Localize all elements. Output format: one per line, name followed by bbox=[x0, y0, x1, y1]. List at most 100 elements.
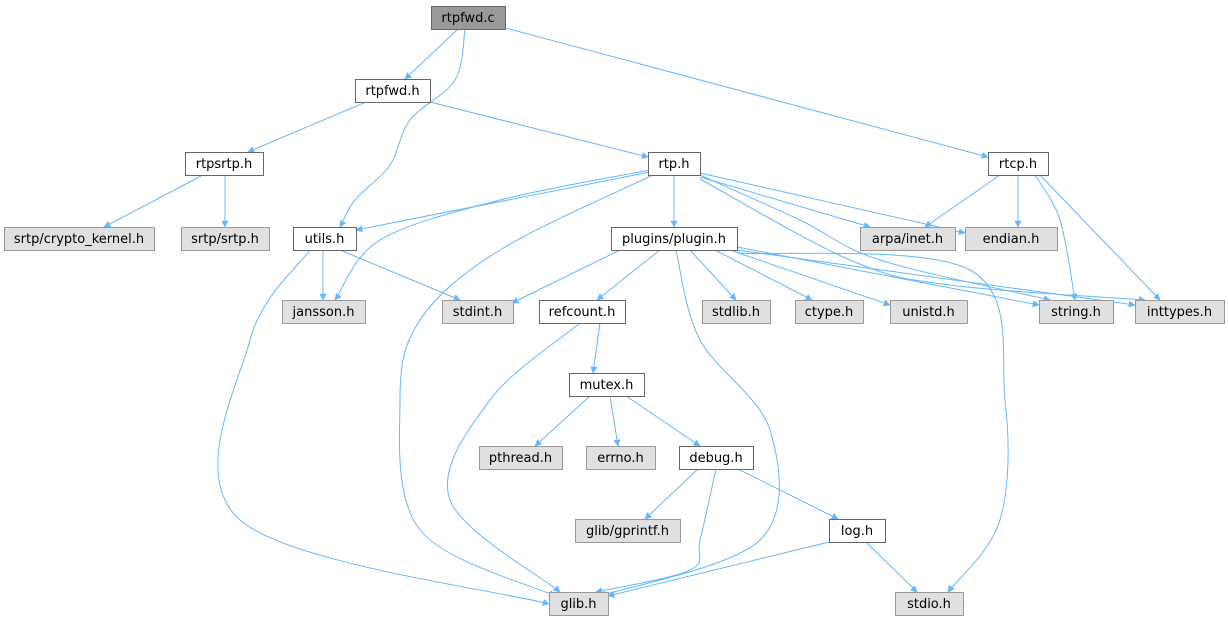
edge-rtpfwd-c-to-rtpfwd-h bbox=[404, 28, 459, 80]
node-label: stdlib.h bbox=[712, 305, 760, 320]
node-srtp-srtp: srtp/srtp.h bbox=[181, 227, 270, 251]
node-label: refcount.h bbox=[549, 305, 616, 320]
node-plugin-h[interactable]: plugins/plugin.h bbox=[611, 227, 738, 251]
node-box bbox=[860, 227, 956, 251]
nodes-layer: rtpfwd.c rtpfwd.h rtcp.h rtpsrtp.h rtp.h srtp… bbox=[4, 6, 1225, 616]
node-label: errno.h bbox=[597, 451, 644, 466]
node-label: rtpfwd.h bbox=[365, 84, 419, 99]
node-box bbox=[185, 152, 264, 176]
node-box bbox=[1135, 300, 1225, 324]
edge-rtp-h-to-jansson-h bbox=[334, 169, 651, 301]
edge-rtp-h-to-glib-h bbox=[398, 174, 654, 597]
node-rtpsrtp-h[interactable]: rtpsrtp.h bbox=[185, 152, 264, 176]
node-rtpfwd-c: rtpfwd.c bbox=[431, 6, 506, 30]
node-string-h: string.h bbox=[1039, 300, 1114, 324]
node-refcount-h[interactable]: refcount.h bbox=[539, 300, 626, 324]
node-box bbox=[679, 446, 754, 470]
node-label: mutex.h bbox=[580, 378, 634, 393]
node-box bbox=[1039, 300, 1114, 324]
node-box bbox=[586, 446, 656, 470]
node-gprintf-h: glib/gprintf.h bbox=[575, 519, 681, 543]
node-box bbox=[611, 227, 738, 251]
edge-log-h-to-stdio-h bbox=[865, 541, 918, 593]
node-label: stdint.h bbox=[453, 305, 502, 320]
node-label: ctype.h bbox=[805, 305, 854, 320]
node-label: inttypes.h bbox=[1147, 305, 1212, 320]
node-label: unistd.h bbox=[902, 305, 955, 320]
node-label: pthread.h bbox=[489, 451, 552, 466]
edge-plugin-h-to-unistd-h bbox=[729, 249, 891, 307]
node-label: srtp/srtp.h bbox=[191, 232, 259, 247]
node-label: rtcp.h bbox=[999, 157, 1037, 172]
node-box bbox=[895, 592, 964, 616]
node-mutex-h[interactable]: mutex.h bbox=[569, 373, 645, 397]
node-errno-h: errno.h bbox=[586, 446, 656, 470]
node-box bbox=[702, 300, 771, 324]
node-box bbox=[442, 300, 514, 324]
node-rtpfwd-h[interactable]: rtpfwd.h bbox=[355, 79, 431, 103]
edge-debug-h-to-gprintf-h bbox=[644, 468, 699, 520]
node-box bbox=[293, 227, 357, 251]
node-rtcp-h[interactable]: rtcp.h bbox=[988, 152, 1049, 176]
edge-log-h-to-glib-h bbox=[607, 541, 830, 598]
node-label: glib.h bbox=[560, 597, 596, 612]
node-label: srtp/crypto_kernel.h bbox=[14, 232, 144, 247]
node-log-h[interactable]: log.h bbox=[829, 519, 886, 543]
node-box bbox=[795, 300, 864, 324]
edge-plugin-h-to-stdint-h bbox=[511, 249, 621, 304]
edge-debug-h-to-glib-h bbox=[595, 468, 717, 594]
node-box bbox=[965, 227, 1058, 251]
edge-mutex-h-to-pthread-h bbox=[534, 395, 591, 447]
node-label: rtp.h bbox=[658, 157, 689, 172]
edge-mutex-h-to-debug-h bbox=[625, 395, 701, 447]
edge-rtcp-h-to-string-h bbox=[1034, 174, 1078, 301]
node-label: glib/gprintf.h bbox=[586, 524, 669, 539]
node-box bbox=[549, 592, 609, 616]
node-label: arpa/inet.h bbox=[872, 232, 943, 247]
edge-rtpfwd-c-to-utils-h bbox=[339, 28, 466, 228]
node-pthread-h: pthread.h bbox=[479, 446, 563, 470]
node-stdint-h: stdint.h bbox=[442, 300, 514, 324]
edge-plugin-h-to-inttypes-h bbox=[736, 249, 1136, 308]
node-rtp-h[interactable]: rtp.h bbox=[648, 152, 701, 176]
edge-plugin-h-to-stdio-h bbox=[736, 252, 1009, 593]
node-box bbox=[569, 373, 645, 397]
node-box bbox=[181, 227, 270, 251]
edge-rtcp-h-to-arpa-inet bbox=[924, 174, 1001, 228]
node-label: plugins/plugin.h bbox=[622, 232, 726, 247]
edge-rtp-h-to-arpa-inet bbox=[699, 176, 871, 229]
edge-utils-h-to-stdint-h bbox=[339, 249, 461, 301]
node-box bbox=[829, 519, 886, 543]
node-endian-h: endian.h bbox=[965, 227, 1058, 251]
edge-debug-h-to-log-h bbox=[737, 468, 839, 520]
node-inttypes-h: inttypes.h bbox=[1135, 300, 1225, 324]
node-box bbox=[282, 300, 366, 324]
node-jansson-h: jansson.h bbox=[282, 300, 366, 324]
node-label: log.h bbox=[841, 524, 873, 539]
edge-plugin-h-to-string-h bbox=[736, 246, 1040, 308]
node-label: endian.h bbox=[983, 232, 1040, 247]
node-label: utils.h bbox=[305, 232, 345, 247]
node-label: string.h bbox=[1051, 305, 1101, 320]
node-box bbox=[575, 519, 681, 543]
node-label: rtpsrtp.h bbox=[196, 157, 253, 172]
edge-rtpfwd-h-to-rtpsrtp-h bbox=[247, 101, 367, 153]
node-utils-h[interactable]: utils.h bbox=[293, 227, 357, 251]
node-box bbox=[988, 152, 1049, 176]
node-stdio-h: stdio.h bbox=[895, 592, 964, 616]
node-box bbox=[4, 227, 155, 251]
edge-rtp-h-to-endian-h bbox=[699, 172, 966, 236]
node-srtp-crypto: srtp/crypto_kernel.h bbox=[4, 227, 155, 251]
edge-plugin-h-to-refcount-h bbox=[596, 249, 661, 301]
node-label: jansson.h bbox=[292, 305, 355, 320]
node-label: debug.h bbox=[689, 451, 742, 466]
node-debug-h[interactable]: debug.h bbox=[679, 446, 754, 470]
node-unistd-h: unistd.h bbox=[890, 300, 968, 324]
node-box bbox=[648, 152, 701, 176]
edge-plugin-h-to-stdlib-h bbox=[689, 249, 737, 301]
edge-refcount-h-to-glib-h bbox=[446, 322, 581, 593]
node-box bbox=[431, 6, 506, 30]
node-label: rtpfwd.c bbox=[441, 11, 494, 26]
node-stdlib-h: stdlib.h bbox=[702, 300, 771, 324]
